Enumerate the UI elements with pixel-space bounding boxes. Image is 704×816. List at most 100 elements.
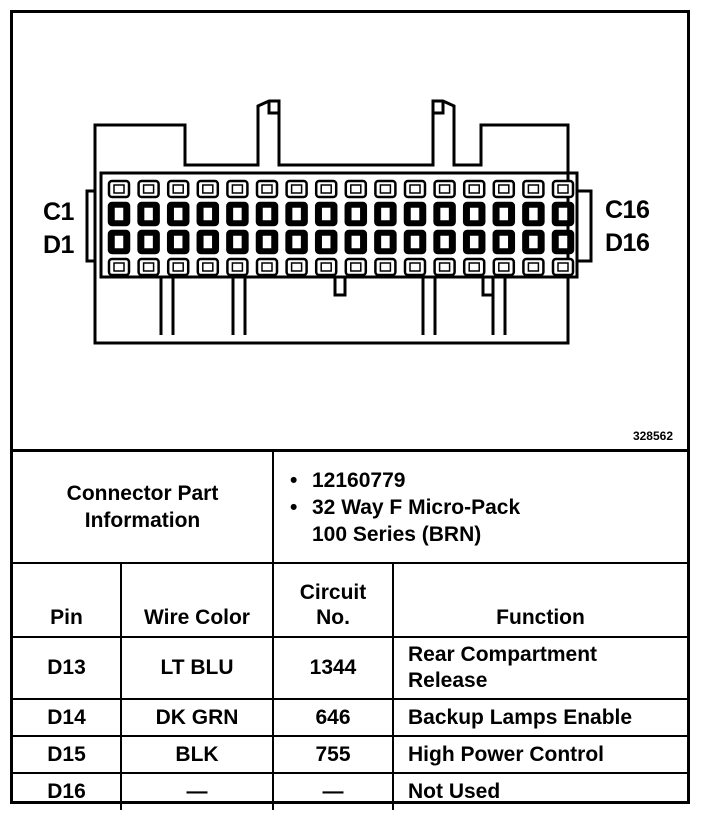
left-leg	[159, 277, 247, 335]
pin-cavity-inner	[142, 206, 155, 222]
table-row: D13 LT BLU 1344 Rear Compartment Release	[13, 636, 688, 700]
connector-info-list: •12160779 •32 Way F Micro-Pack 100 Serie…	[271, 449, 688, 564]
table-row: D14 DK GRN 646 Backup Lamps Enable	[13, 698, 688, 737]
pin-cavity-inner	[409, 234, 421, 250]
pin-cavity-inner	[142, 184, 155, 194]
cell-pin: D16	[13, 772, 122, 810]
diagram-part-number: 328562	[632, 429, 673, 443]
pin-cavity-inner	[172, 234, 184, 250]
pin-cavity-inner	[172, 262, 184, 272]
pin-cavity-inner	[379, 262, 392, 272]
pin-cavity-inner	[350, 262, 362, 272]
pin-cavity-inner	[498, 262, 510, 272]
right-latch	[433, 101, 445, 115]
right-leg	[421, 277, 507, 335]
pin-cavity-inner	[202, 234, 214, 250]
label-c1: C1	[43, 198, 74, 226]
pin-cavity-inner	[468, 262, 480, 272]
connector-info-item: •32 Way F Micro-Pack	[290, 495, 521, 519]
connector-info-label-line1: Connector Part	[66, 482, 219, 505]
bottom-notch-left	[333, 277, 347, 297]
pin-cavity-inner	[113, 184, 125, 194]
pin-cavity-inner	[320, 234, 332, 250]
pin-cavity-inner	[231, 234, 244, 250]
cell-pin: D15	[13, 735, 122, 774]
table-header-row: Pin Wire Color Circuit No. Function	[13, 562, 688, 638]
pin-cavity-inner	[202, 262, 214, 272]
pin-cavity-inner	[468, 184, 480, 194]
pin-cavity-inner	[379, 206, 392, 222]
connector-info-label-line2: Information	[84, 509, 201, 532]
cell-wire-color: LT BLU	[120, 636, 274, 700]
cell-function: Rear Compartment Release	[391, 636, 688, 700]
pin-cavity-inner	[379, 234, 392, 250]
pin-cavity-inner	[468, 234, 480, 250]
pin-cavity-inner	[438, 234, 451, 250]
pin-cavity-inner	[527, 184, 540, 194]
right-key	[577, 189, 593, 263]
cell-circuit: 755	[272, 735, 394, 774]
header-pin: Pin	[13, 562, 122, 638]
pin-cavity-inner	[113, 234, 125, 250]
pin-cavity-inner	[350, 234, 362, 250]
cell-wire-color: —	[120, 772, 274, 810]
cell-function: Not Used	[391, 772, 688, 810]
pin-cavity-inner	[290, 184, 303, 194]
pin-cavity-inner	[172, 206, 184, 222]
connector-info-label: Connector Part Information	[13, 449, 274, 564]
header-circuit-line1: Circuit	[299, 581, 367, 604]
pin-cavity-inner	[557, 184, 569, 194]
connector-diagram: C1 D1 C16 D16 328562	[13, 13, 687, 449]
pin-cavity-inner	[202, 184, 214, 194]
pin-cavity-inner	[557, 206, 569, 222]
connector-info-item-continued: 100 Series (BRN)	[312, 522, 482, 546]
pin-cavity-inner	[557, 234, 569, 250]
pin-cavity-inner	[231, 206, 244, 222]
label-c16: C16	[605, 196, 650, 224]
pin-cavity-inner	[527, 262, 540, 272]
cell-wire-color: DK GRN	[120, 698, 274, 737]
connector-sheet: C1 D1 C16 D16 328562 Connector Part Info…	[10, 10, 690, 810]
pin-cavity-inner	[320, 262, 332, 272]
connector-info-item-text: 12160779	[312, 468, 406, 492]
cell-circuit: 646	[272, 698, 394, 737]
cell-wire-color: BLK	[120, 735, 274, 774]
pin-cavity-inner	[231, 262, 244, 272]
label-d1: D1	[43, 231, 74, 259]
pin-cavity-inner	[290, 234, 303, 250]
pin-cavity-inner	[320, 206, 332, 222]
table-row: D15 BLK 755 High Power Control	[13, 735, 688, 774]
pin-cavity-inner	[409, 206, 421, 222]
pin-cavity-inner	[261, 262, 273, 272]
pin-cavity-inner	[468, 206, 480, 222]
left-key	[85, 189, 95, 263]
pin-cavity-inner	[498, 184, 510, 194]
pin-cavity-inner	[142, 262, 155, 272]
pin-grid	[107, 179, 575, 277]
connector-table: Connector Part Information •12160779 •32…	[13, 449, 688, 810]
pin-cavity-inner	[261, 184, 273, 194]
table-row: D16 — — Not Used	[13, 772, 688, 810]
pin-cavity-inner	[527, 234, 540, 250]
pin-cavity-inner	[142, 234, 155, 250]
left-latch	[267, 101, 279, 115]
pin-cavity-inner	[290, 206, 303, 222]
pin-cavity-inner	[261, 206, 273, 222]
connector-info-item-text: 32 Way F Micro-Pack	[312, 495, 521, 519]
pin-cavity-inner	[113, 206, 125, 222]
pin-cavity-inner	[438, 184, 451, 194]
pin-cavity-inner	[172, 184, 184, 194]
pin-cavity-inner	[409, 262, 421, 272]
cell-function-line1: Rear Compartment	[408, 643, 598, 666]
cell-function-line2: Release	[408, 669, 488, 692]
pin-cavity-frame	[99, 171, 579, 279]
pin-cavity-inner	[202, 206, 214, 222]
header-function: Function	[391, 562, 688, 638]
pin-cavity-inner	[290, 262, 303, 272]
cell-function: Backup Lamps Enable	[391, 698, 688, 737]
label-d16: D16	[605, 229, 650, 257]
pin-cavity-inner	[557, 262, 569, 272]
pin-cavity-inner	[438, 262, 451, 272]
pin-cavity-inner	[409, 184, 421, 194]
cell-pin: D14	[13, 698, 122, 737]
